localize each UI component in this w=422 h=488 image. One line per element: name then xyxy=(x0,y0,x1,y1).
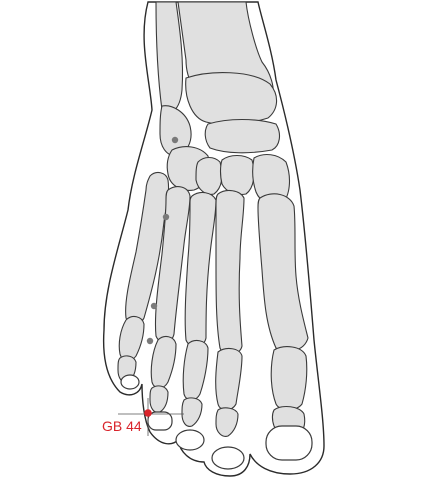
toe-2-proximal-phalanx xyxy=(215,347,243,411)
toe-5-proximal-phalanx xyxy=(118,315,145,361)
toe-4-nail xyxy=(147,411,173,431)
toe-5-nail xyxy=(120,374,140,390)
toe-1-proximal-phalanx xyxy=(270,346,308,411)
navicular xyxy=(204,119,281,154)
toe-2-nail xyxy=(211,446,245,470)
fibula xyxy=(155,1,184,114)
intermediate-cuneiform xyxy=(219,154,255,196)
metatarsal-2 xyxy=(215,189,245,356)
gb44-label: GB 44 xyxy=(102,418,142,434)
toe-4-proximal-phalanx xyxy=(150,335,177,389)
talus xyxy=(185,72,278,125)
lateral-cuneiform xyxy=(195,156,223,195)
reference-point-metatarsal-head xyxy=(150,302,158,310)
toe-2-middle-phalanx xyxy=(215,407,239,437)
reference-point-metatarsal-base xyxy=(162,213,170,221)
reference-point-toe-joint xyxy=(146,337,154,345)
reference-point-calcaneus xyxy=(171,136,179,144)
toe-3-nail xyxy=(175,429,205,451)
toe-3-proximal-phalanx xyxy=(182,339,209,401)
toe-1-nail xyxy=(265,425,313,461)
gb44-acupoint-marker xyxy=(144,409,152,417)
toe-3-middle-phalanx xyxy=(181,397,203,427)
